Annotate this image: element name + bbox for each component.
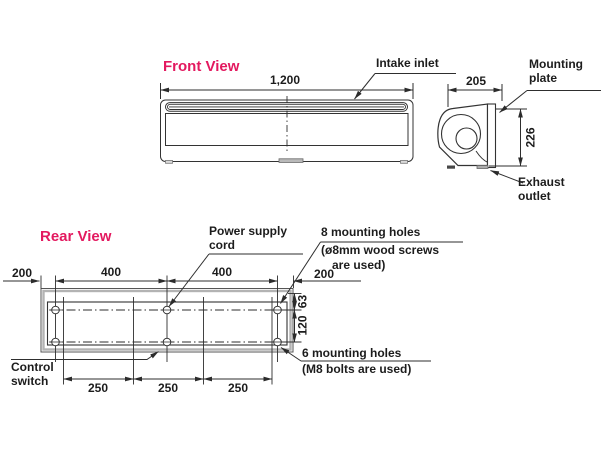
rear-row-pitch-dimension: 120 — [295, 315, 310, 336]
bolt-holes-note: (M8 bolts are used) — [302, 362, 412, 376]
rear-right-margin-dimension: 200 — [313, 267, 335, 281]
rear-view-title: Rear View — [40, 228, 112, 245]
rear-span-dimension-2: 400 — [211, 265, 233, 279]
rear-view-drawing — [3, 241, 463, 385]
power-supply-cord-label: Power supply cord — [209, 224, 288, 252]
side-depth-dimension: 205 — [465, 74, 487, 88]
wood-screw-holes-label: 8 mounting holes — [321, 225, 421, 239]
rear-bottom-pitch-dimension-3: 250 — [227, 381, 249, 395]
exhaust-outlet-label: Exhaust outlet — [518, 175, 565, 203]
rear-bottom-pitch-dimension-2: 250 — [157, 381, 179, 395]
front-width-dimension: 1,200 — [269, 73, 301, 87]
rear-left-margin-dimension: 200 — [11, 266, 33, 280]
rear-bottom-pitch-dimension-1: 250 — [87, 381, 109, 395]
mounting-holes — [49, 305, 284, 347]
intake-inlet-label: Intake inlet — [376, 56, 439, 70]
control-switch-label: Control switch — [11, 360, 54, 388]
front-view-title: Front View — [163, 58, 240, 75]
side-height-dimension: 226 — [523, 127, 538, 148]
rear-span-dimension-1: 400 — [100, 265, 122, 279]
bolt-holes-label: 6 mounting holes — [302, 346, 402, 360]
wood-screw-holes-note-line2: are used) — [332, 258, 386, 272]
front-view-drawing — [160, 73, 456, 164]
wood-screw-holes-note-line1: (ø8mm wood screws — [321, 243, 440, 257]
mounting-plate-label: Mounting plate — [529, 57, 583, 85]
side-view-drawing — [437, 84, 601, 184]
